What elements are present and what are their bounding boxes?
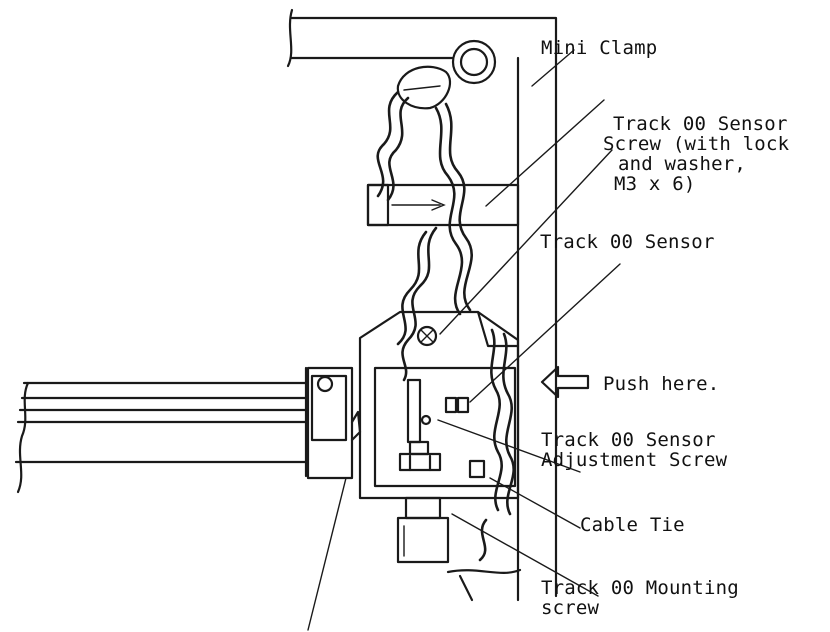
sensor-screw bbox=[416, 325, 438, 347]
label-sensor-screw-line2: Screw (with lock bbox=[603, 133, 790, 155]
sensor-bracket bbox=[358, 310, 520, 500]
label-cable-tie: Cable Tie bbox=[580, 514, 685, 536]
leader-lines bbox=[307, 49, 621, 631]
label-mounting-line2: screw bbox=[541, 597, 600, 619]
mounting-ring bbox=[451, 39, 497, 85]
carriage-rail bbox=[14, 366, 308, 494]
track00-sensor-box bbox=[373, 366, 517, 488]
rail-clamp bbox=[306, 366, 362, 480]
label-sensor-screw-line1: Track 00 Sensor bbox=[613, 113, 788, 135]
bottom-bracket bbox=[446, 568, 522, 602]
twisted-wire-left bbox=[376, 90, 473, 382]
mounting-screw bbox=[396, 496, 450, 564]
cable-tie-wires bbox=[468, 328, 515, 562]
label-track00-sensor: Track 00 Sensor bbox=[540, 231, 715, 253]
label-mini-clamp: Mini Clamp bbox=[541, 37, 658, 59]
support-bar bbox=[366, 183, 520, 227]
label-sensor-screw-line4: M3 x 6) bbox=[614, 173, 696, 195]
top-bracket-arm bbox=[286, 8, 558, 602]
mini-clamp bbox=[396, 65, 452, 110]
label-sensor-screw-line3: and washer, bbox=[618, 153, 747, 175]
label-push-here: Push here. bbox=[603, 373, 720, 395]
label-adjust-line1: Track 00 Sensor bbox=[541, 429, 716, 451]
label-adjust-line2: Adjustment Screw bbox=[541, 449, 728, 471]
adjustment-screw bbox=[398, 440, 442, 472]
label-mounting-line1: Track 00 Mounting bbox=[541, 577, 739, 599]
push-arrow-icon bbox=[540, 365, 590, 399]
